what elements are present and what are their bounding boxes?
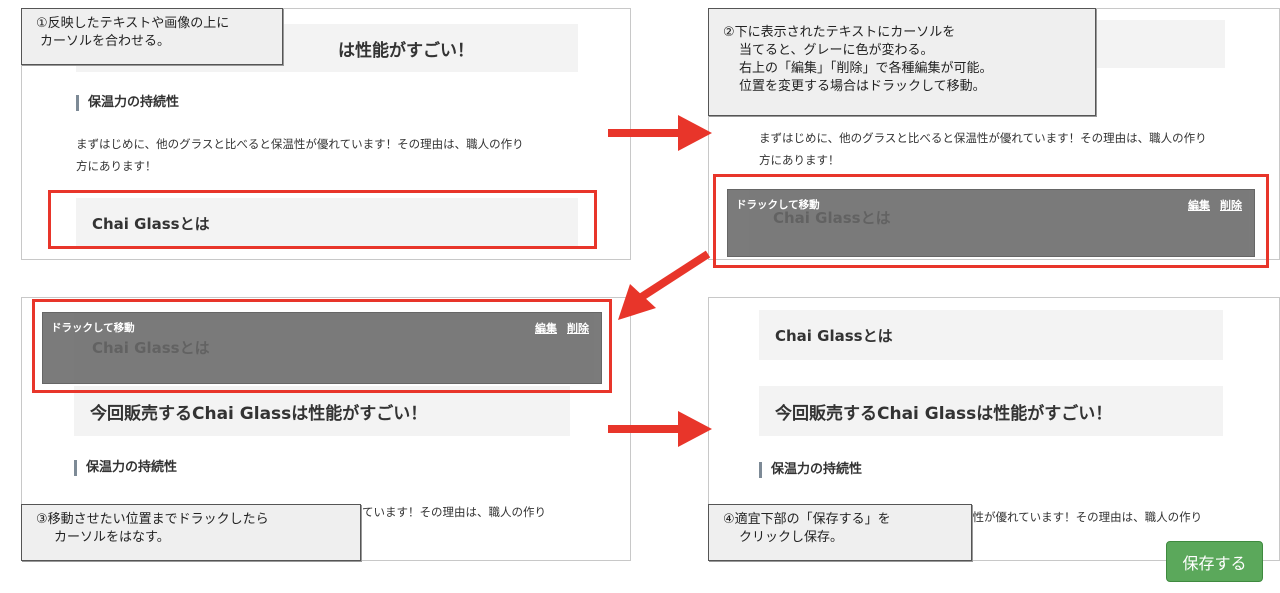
heading-main-block-4[interactable]: 今回販売するChai Glassは性能がすごい！ xyxy=(759,386,1223,436)
arrow-step2-to-3-icon xyxy=(618,250,711,320)
paragraph: まずはじめに、他のグラスと比べると保温性が優れています！その理由は、職人の作り … xyxy=(76,133,586,177)
note-step2-line4: 位置を変更する場合はドラックして移動。 xyxy=(739,79,986,94)
delete-link-2[interactable]: 削除 xyxy=(1220,199,1242,212)
subheading-4: 保温力の持続性 xyxy=(759,462,862,478)
heading-chai-text: Chai Glassとは xyxy=(92,214,210,233)
note-step2: ②下に表示されたテキストにカーソルを 当てると、グレーに色が変わる。 右上の「編… xyxy=(708,8,1096,116)
note-step4-line2: クリックし保存。 xyxy=(739,530,844,545)
heading-main-text-4: 今回販売するChai Glassは性能がすごい！ xyxy=(775,403,1113,424)
save-button[interactable]: 保存する xyxy=(1166,541,1263,582)
drag-handle-label-2[interactable]: ドラックして移動 xyxy=(736,199,820,211)
note-step2-line2: 当てると、グレーに色が変わる。 xyxy=(739,43,934,58)
highlight-box-step1 xyxy=(48,190,597,249)
note-step1-line2: カーソルを合わせる。 xyxy=(40,34,171,49)
note-step3: ③移動させたい位置までドラックしたら カーソルをはなす。 xyxy=(21,504,361,561)
heading-main-block-3[interactable]: 今回販売するChai Glassは性能がすごい！ xyxy=(74,386,570,436)
paragraph-4: 温性が優れています！その理由は、職人の作り xyxy=(961,506,1261,528)
heading-chai-block[interactable]: Chai Glassとは xyxy=(76,198,578,248)
heading-main-text: は性能がすごい！ xyxy=(338,40,474,61)
highlight-box-step3 xyxy=(32,299,612,393)
heading-chai-block-4[interactable]: Chai Glassとは xyxy=(759,310,1223,360)
heading-chai-text-4: Chai Glassとは xyxy=(775,326,893,345)
highlight-box-step2 xyxy=(713,174,1269,268)
paragraph-3-line-1: ています！その理由は、職人の作り xyxy=(362,505,546,519)
paragraph-2: まずはじめに、他のグラスと比べると保温性が優れています！その理由は、職人の作り … xyxy=(759,127,1269,171)
note-step3-line2: カーソルをはなす。 xyxy=(54,530,170,545)
note-step4-line1: ④適宜下部の「保存する」を xyxy=(723,512,891,527)
note-step2-line1: ②下に表示されたテキストにカーソルを xyxy=(723,25,956,40)
edit-link-2[interactable]: 編集 xyxy=(1188,199,1210,212)
paragraph-2-line-2: 方にあります！ xyxy=(759,153,840,167)
hover-overlay-3[interactable]: ドラックして移動 編集 削除 xyxy=(42,312,602,384)
arrow-step1-to-2-icon xyxy=(608,115,712,151)
paragraph-line-2: 方にあります！ xyxy=(76,159,157,173)
heading-main-text-3: 今回販売するChai Glassは性能がすごい！ xyxy=(90,403,428,424)
drag-handle-label-3[interactable]: ドラックして移動 xyxy=(51,322,135,334)
paragraph-line-1: まずはじめに、他のグラスと比べると保温性が優れています！その理由は、職人の作り xyxy=(76,137,524,151)
note-step2-line3: 右上の「編集」「削除」で各種編集が可能。 xyxy=(739,61,993,76)
note-step3-line1: ③移動させたい位置までドラックしたら xyxy=(36,512,269,527)
paragraph-4-line-1: 温性が優れています！その理由は、職人の作り xyxy=(961,510,1203,524)
subheading: 保温力の持続性 xyxy=(76,95,179,111)
overlay-actions-3: 編集 削除 xyxy=(535,320,589,336)
edit-link-3[interactable]: 編集 xyxy=(535,322,557,335)
note-step1-line1: ①反映したテキストや画像の上に xyxy=(36,16,230,31)
paragraph-3: ています！その理由は、職人の作り xyxy=(362,501,622,523)
paragraph-2-line-1: まずはじめに、他のグラスと比べると保温性が優れています！その理由は、職人の作り xyxy=(759,131,1207,145)
overlay-actions-2: 編集 削除 xyxy=(1188,197,1242,213)
note-step1: ①反映したテキストや画像の上に カーソルを合わせる。 xyxy=(21,8,283,65)
note-step4: ④適宜下部の「保存する」を クリックし保存。 xyxy=(708,504,972,561)
subheading-3: 保温力の持続性 xyxy=(74,460,177,476)
arrow-step3-to-4-icon xyxy=(608,411,712,447)
hover-overlay-2[interactable]: ドラックして移動 編集 削除 xyxy=(727,189,1255,257)
delete-link-3[interactable]: 削除 xyxy=(567,322,589,335)
